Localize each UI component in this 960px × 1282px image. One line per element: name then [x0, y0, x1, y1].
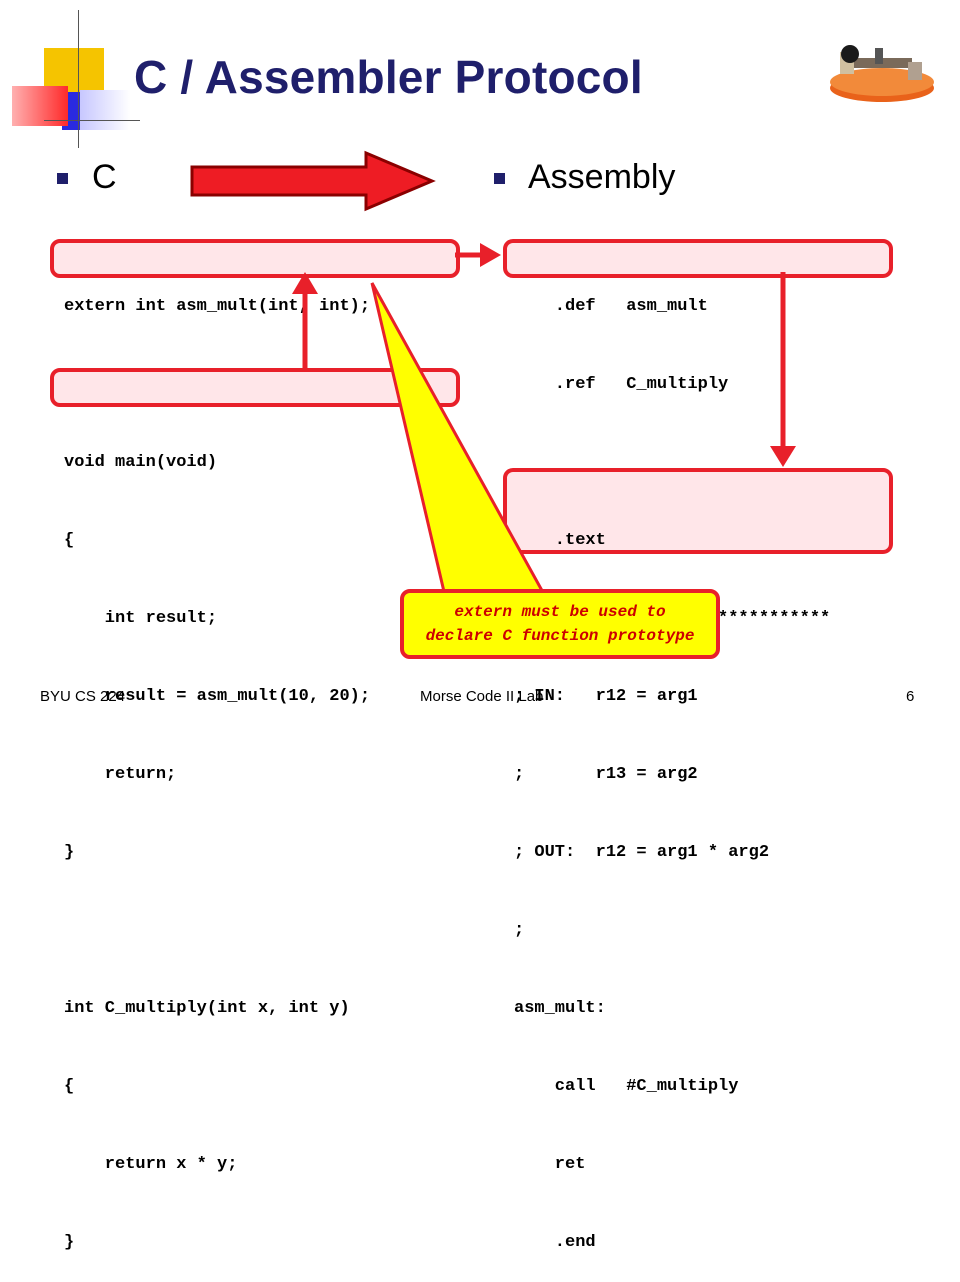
code-line: {	[64, 1077, 75, 1096]
slide-title: C / Assembler Protocol	[134, 51, 643, 103]
code-line: .end	[514, 1233, 596, 1252]
code-line: ret	[514, 1155, 586, 1174]
arrow-right-icon	[190, 150, 436, 212]
bullet-marker	[57, 173, 68, 184]
bullet-assembly: Assembly	[528, 158, 676, 196]
code-line: ; OUT: r12 = arg1 * arg2	[514, 843, 770, 862]
asm-mult-highlight	[503, 468, 893, 554]
code-line: .text	[514, 531, 606, 550]
code-line: asm_mult:	[514, 999, 606, 1018]
footer-course: BYU CS 224	[40, 688, 126, 705]
code-line: ;	[514, 921, 525, 940]
callout-box: extern must be used to declare C functio…	[400, 589, 720, 659]
code-line: ; IN: r12 = arg1	[514, 687, 698, 706]
footer-lab: Morse Code II Lab	[420, 688, 544, 705]
arrow-up-icon	[292, 272, 318, 294]
code-line: ; r13 = arg2	[514, 765, 698, 784]
code-line: result = asm_mult(10, 20);	[64, 687, 371, 706]
page-number: 6	[906, 688, 915, 705]
code-line: {	[64, 531, 75, 550]
def-highlight	[503, 239, 893, 278]
code-line	[64, 918, 370, 944]
bullet-c: C	[92, 158, 117, 196]
code-line: int C_multiply(int x, int y)	[64, 999, 350, 1018]
code-line: .ref C_multiply	[514, 375, 729, 394]
code-line: void main(void)	[64, 453, 218, 472]
arrow-down-icon	[770, 446, 796, 467]
code-line: return x * y;	[64, 1155, 238, 1174]
code-line: }	[64, 1233, 75, 1252]
code-line: call #C_multiply	[514, 1077, 739, 1096]
telegraph-key-image	[822, 20, 943, 106]
annotation-overlay	[292, 243, 796, 598]
code-line: }	[64, 843, 75, 862]
arrow-right-small-icon	[480, 243, 501, 267]
extern-highlight	[50, 239, 460, 278]
code-line: int result;	[64, 609, 218, 628]
bullet-marker	[494, 173, 505, 184]
call-highlight	[50, 368, 460, 407]
code-line: return;	[64, 765, 177, 784]
code-line: .def asm_mult	[514, 297, 708, 316]
decor-blocks	[0, 0, 140, 150]
callout-text: extern must be used to declare C functio…	[425, 603, 695, 645]
callout-pointer	[370, 282, 548, 598]
code-line: extern int asm_mult(int, int);	[64, 297, 371, 316]
